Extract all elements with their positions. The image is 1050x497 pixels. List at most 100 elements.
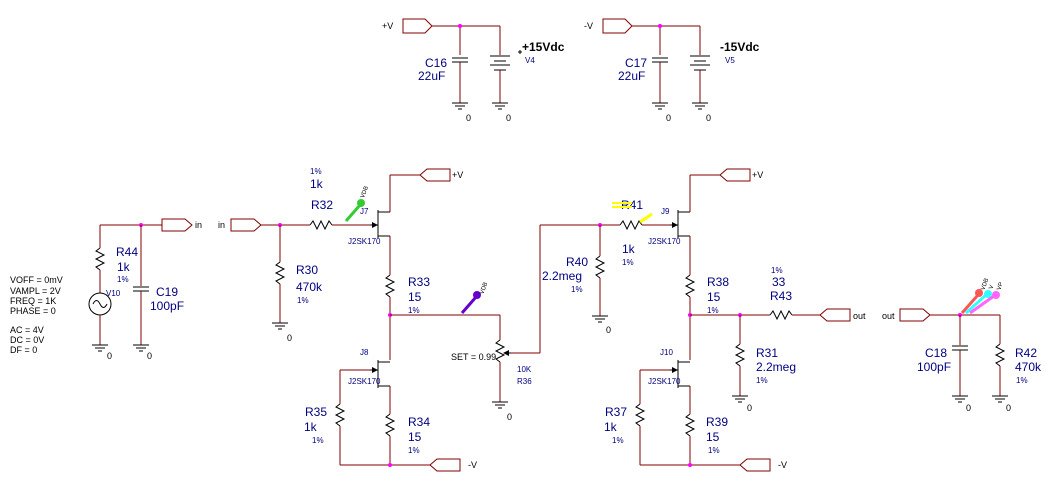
pos-rail-port[interactable] bbox=[719, 168, 751, 182]
capacitor-c18[interactable] bbox=[952, 345, 968, 351]
neg-rail-port[interactable] bbox=[739, 458, 771, 472]
out-port-load[interactable] bbox=[899, 308, 931, 322]
probe-vdb-green[interactable]: VDB bbox=[344, 186, 370, 222]
in-port-stage1[interactable] bbox=[230, 218, 262, 232]
param-ac: AC = 4V bbox=[10, 325, 44, 335]
ground-symbol bbox=[992, 395, 1008, 403]
neg-rail-port[interactable] bbox=[602, 18, 633, 34]
neg-supply-block: -V C17 22uF -15Vdc V5 0 0 bbox=[584, 18, 760, 123]
gnd-label: 0 bbox=[966, 403, 971, 413]
param-voff: VOFF = 0mV bbox=[10, 275, 63, 285]
param-dc: DC = 0V bbox=[10, 335, 44, 345]
pos-rail-port[interactable] bbox=[402, 18, 433, 34]
c19-name: C19 bbox=[156, 285, 178, 299]
jfet-j10[interactable] bbox=[670, 360, 690, 388]
resistor-r42[interactable] bbox=[994, 343, 1006, 367]
capacitor-c19[interactable] bbox=[133, 286, 149, 292]
resistor-r32[interactable] bbox=[309, 219, 333, 231]
r33-tol: 1% bbox=[408, 306, 420, 315]
probe-vdb-red[interactable]: VDB bbox=[960, 278, 990, 314]
gnd-label: 0 bbox=[506, 113, 511, 123]
r43-tol: 1% bbox=[771, 266, 783, 275]
param-freq: FREQ = 1K bbox=[10, 296, 56, 306]
r43-value: 33 bbox=[772, 275, 786, 289]
r30-name: R30 bbox=[296, 263, 318, 277]
capacitor-c16[interactable] bbox=[452, 57, 468, 103]
resistor-r34[interactable] bbox=[384, 413, 396, 437]
r32-tol: 1% bbox=[310, 167, 322, 176]
r44-tol: 1% bbox=[117, 275, 129, 284]
probe-v-yellow[interactable] bbox=[612, 202, 653, 224]
neg-rail-label: -V bbox=[778, 460, 787, 470]
j9-part: J2SK170 bbox=[648, 237, 681, 246]
j9-name: J9 bbox=[661, 207, 670, 216]
pos-rail-port[interactable] bbox=[419, 168, 451, 182]
r41-name: R41 bbox=[621, 198, 643, 212]
r42-tol: 1% bbox=[1016, 376, 1028, 385]
v5-value: -15Vdc bbox=[720, 40, 760, 54]
neg-rail-port[interactable] bbox=[429, 458, 461, 472]
param-df: DF = 0 bbox=[10, 345, 37, 355]
pos-supply-block: +V C16 22uF +15Vdc V4 0 bbox=[382, 18, 565, 123]
jfet-j9[interactable] bbox=[670, 210, 690, 238]
probe-vdb-purple[interactable]: VDB bbox=[460, 282, 489, 314]
r31-value: 2.2meg bbox=[756, 360, 796, 374]
net-in-label: in bbox=[195, 220, 202, 230]
r30-tol: 1% bbox=[297, 296, 309, 305]
resistor-r39[interactable] bbox=[684, 413, 696, 437]
gnd-label: 0 bbox=[706, 113, 711, 123]
resistor-r31[interactable] bbox=[734, 343, 746, 367]
r43-name: R43 bbox=[770, 289, 792, 303]
junction-dot bbox=[658, 24, 662, 28]
r42-name: R42 bbox=[1015, 346, 1037, 360]
ground-symbol bbox=[732, 395, 748, 403]
r34-name: R34 bbox=[408, 415, 430, 429]
gnd-label: 0 bbox=[147, 351, 152, 361]
v4-value: +15Vdc bbox=[522, 40, 565, 54]
r37-value: 1k bbox=[604, 420, 618, 434]
ground-symbol bbox=[492, 102, 508, 110]
probe-v-cyan[interactable]: V bbox=[964, 284, 995, 315]
jfet-j8[interactable] bbox=[370, 360, 390, 388]
r36-value: 10K bbox=[517, 365, 532, 374]
r39-tol: 1% bbox=[708, 446, 720, 455]
v10-name: V10 bbox=[106, 289, 121, 298]
resistor-r43[interactable] bbox=[769, 309, 793, 321]
r35-value: 1k bbox=[304, 420, 318, 434]
junction-dot bbox=[458, 24, 462, 28]
c18-name: C18 bbox=[925, 346, 947, 360]
resistor-r38[interactable] bbox=[684, 274, 696, 298]
resistor-r30[interactable] bbox=[274, 261, 286, 285]
c18-value: 100pF bbox=[917, 360, 951, 374]
r39-name: R39 bbox=[706, 415, 728, 429]
ground-symbol bbox=[133, 344, 149, 352]
resistor-r35[interactable] bbox=[334, 403, 346, 427]
gnd-label: 0 bbox=[1006, 403, 1011, 413]
net-out-label: out bbox=[882, 311, 895, 321]
r37-tol: 1% bbox=[612, 436, 624, 445]
r31-tol: 1% bbox=[756, 376, 768, 385]
load-block: out C18 100pF R42 470k 1% 0 0 bbox=[882, 308, 1042, 413]
resistor-r41[interactable] bbox=[619, 219, 643, 231]
dc-source-v5[interactable] bbox=[690, 55, 710, 103]
neg-rail-label: -V bbox=[584, 21, 593, 31]
jfet-j7[interactable] bbox=[370, 210, 390, 238]
r40-tol: 1% bbox=[571, 285, 583, 294]
r31-name: R31 bbox=[756, 346, 778, 360]
net-in-label: in bbox=[218, 220, 225, 230]
capacitor-c17[interactable] bbox=[652, 57, 668, 103]
resistor-r40[interactable] bbox=[594, 255, 606, 279]
probe-vp-magenta[interactable]: VP bbox=[969, 282, 1005, 315]
resistor-r33[interactable] bbox=[384, 274, 396, 298]
resistor-r44[interactable] bbox=[94, 247, 106, 271]
v4-name: V4 bbox=[525, 56, 535, 65]
resistor-r37[interactable] bbox=[634, 403, 646, 427]
dc-source-v4[interactable] bbox=[490, 50, 522, 103]
out-port[interactable] bbox=[819, 308, 851, 322]
in-port[interactable] bbox=[161, 218, 193, 232]
j10-part: J2SK170 bbox=[648, 377, 681, 386]
r38-tol: 1% bbox=[707, 306, 719, 315]
r34-value: 15 bbox=[408, 430, 422, 444]
potentiometer-r36[interactable] bbox=[494, 339, 506, 363]
